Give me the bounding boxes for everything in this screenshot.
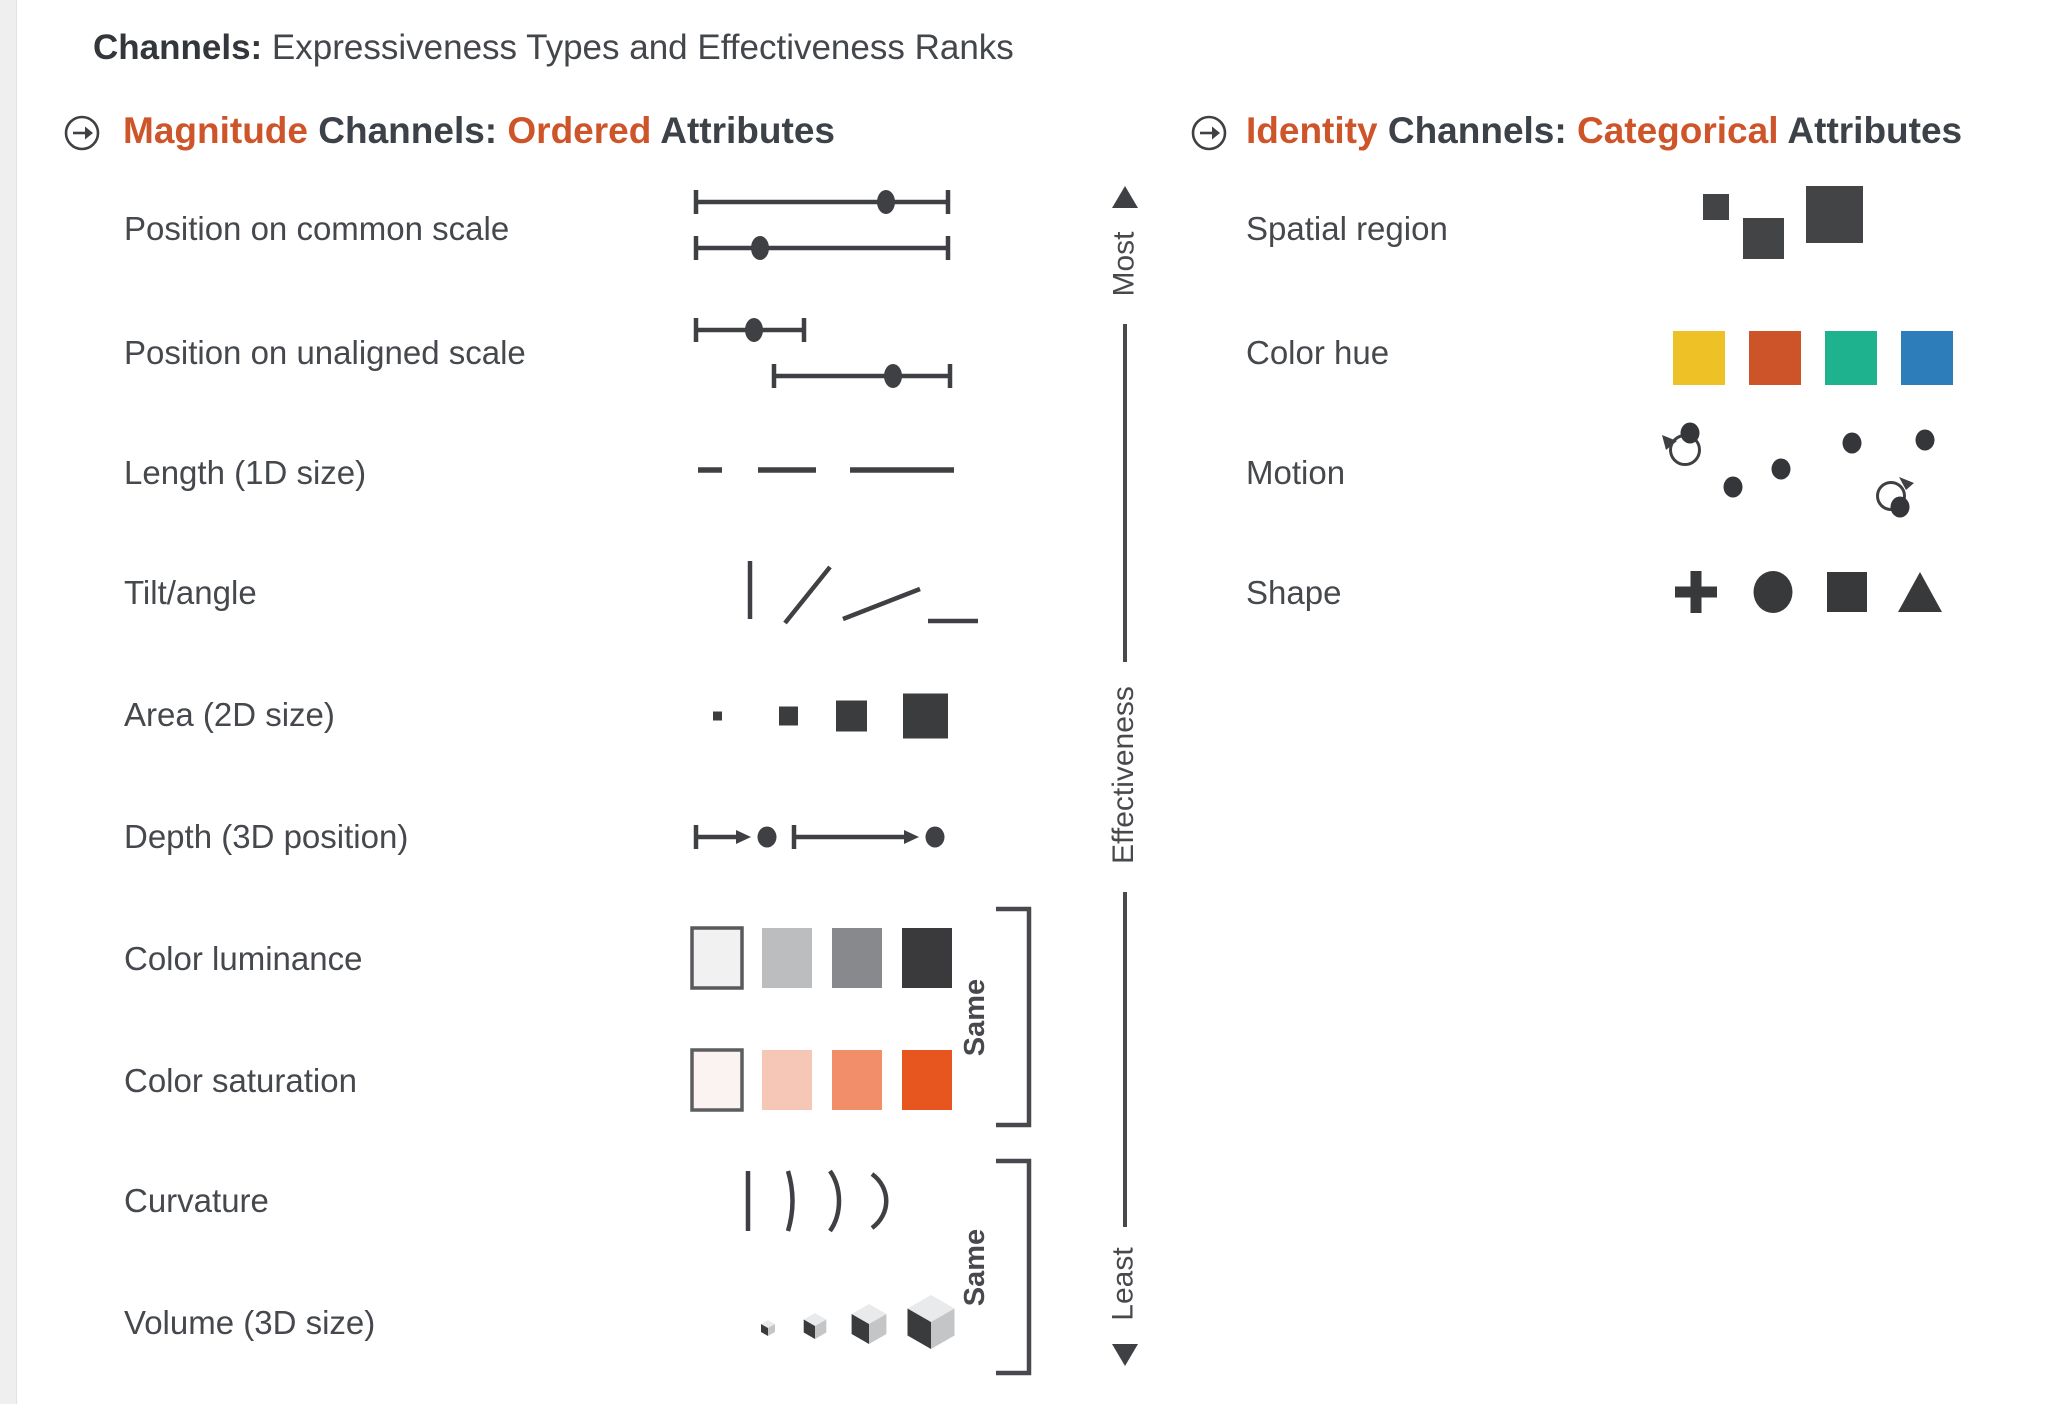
hue-swatch-green [1825, 331, 1877, 385]
row-label-color-hue: Color hue [1246, 334, 1390, 371]
position-common-scale-glyph [693, 190, 951, 260]
color-saturation-glyph [690, 1048, 952, 1112]
luminance-swatch-4 [902, 928, 952, 988]
depth-glyph [693, 825, 945, 849]
area-glyph [713, 693, 948, 739]
volume-glyph [761, 1295, 955, 1349]
header-word-categorical: Categorical [1576, 110, 1779, 151]
figure-title-rest: Expressiveness Types and Effectiveness R… [262, 28, 1014, 67]
cube-3 [851, 1304, 887, 1344]
cube-1 [761, 1320, 775, 1336]
identity-channels-header: Identity Channels: Categorical Attribute… [1246, 110, 1962, 152]
same-bracket-2 [996, 1158, 1032, 1376]
plus-shape-icon [1675, 571, 1717, 613]
row-label-volume: Volume (3D size) [124, 1304, 376, 1341]
axis-line-lower [1123, 892, 1127, 1227]
cube-2 [803, 1313, 827, 1339]
row-label-length: Length (1D size) [124, 454, 367, 491]
figure-title: Channels: Expressiveness Types and Effec… [93, 28, 1014, 68]
square-shape-icon [1827, 572, 1867, 612]
shape-glyph [1675, 571, 1942, 613]
axis-arrow-up [1112, 186, 1138, 208]
circle-arrow-icon [1191, 115, 1227, 151]
row-label-spatial-region: Spatial region [1246, 210, 1448, 247]
hue-swatch-blue [1901, 331, 1953, 385]
axis-effectiveness-label: Effectiveness [1107, 686, 1141, 864]
same-bracket-1 [996, 906, 1032, 1128]
color-luminance-glyph [690, 926, 952, 990]
motion-glyph [1662, 422, 1935, 518]
saturation-swatch-1 [690, 1048, 744, 1112]
tilt-angle-glyph [747, 561, 978, 625]
same-label-2: Same [959, 1228, 992, 1306]
hue-swatch-yellow [1673, 331, 1725, 385]
luminance-swatch-3 [832, 928, 882, 988]
axis-arrow-down [1112, 1344, 1138, 1366]
saturation-swatch-2 [762, 1050, 812, 1110]
curvature-glyph [745, 1169, 889, 1233]
circle-arrow-icon [64, 115, 100, 151]
same-label-1: Same [959, 978, 992, 1056]
header-word-magnitude: Magnitude [123, 110, 308, 151]
row-label-depth: Depth (3D position) [124, 818, 409, 855]
circle-shape-icon [1753, 571, 1793, 613]
row-label-curvature: Curvature [124, 1182, 269, 1219]
row-label-color-saturation: Color saturation [124, 1062, 357, 1099]
row-label-shape: Shape [1246, 574, 1342, 611]
triangle-shape-icon [1898, 572, 1942, 612]
axis-least-label: Least [1107, 1247, 1141, 1321]
row-label-color-luminance: Color luminance [124, 940, 363, 977]
figure-title-bold: Channels: [93, 28, 263, 67]
length-glyph [698, 467, 954, 473]
row-label-motion: Motion [1246, 454, 1346, 491]
header-word-ordered: Ordered [507, 110, 652, 151]
saturation-swatch-3 [832, 1050, 882, 1110]
luminance-swatch-2 [762, 928, 812, 988]
magnitude-channels-header: Magnitude Channels: Ordered Attributes [123, 110, 835, 152]
row-label-position-common: Position on common scale [124, 210, 510, 247]
header-word-identity: Identity [1246, 110, 1378, 151]
axis-most-label: Most [1107, 231, 1141, 297]
row-label-position-unaligned: Position on unaligned scale [124, 334, 526, 371]
saturation-swatch-4 [902, 1050, 952, 1110]
axis-line-upper [1123, 324, 1127, 662]
hue-swatch-orange [1749, 331, 1801, 385]
color-hue-glyph [1673, 331, 1953, 385]
row-label-area: Area (2D size) [124, 696, 335, 733]
spatial-region-glyph [1703, 186, 1863, 259]
header-word-attributes: Attributes [1778, 110, 1963, 151]
luminance-swatch-1 [690, 926, 744, 990]
header-word-channels: Channels: [307, 110, 508, 151]
page-edge-strip [0, 0, 17, 1404]
row-label-tilt: Tilt/angle [124, 574, 257, 611]
position-unaligned-scale-glyph [693, 318, 953, 388]
header-word-attributes: Attributes [651, 110, 835, 151]
header-word-channels: Channels: [1377, 110, 1577, 151]
cube-4 [907, 1295, 955, 1349]
